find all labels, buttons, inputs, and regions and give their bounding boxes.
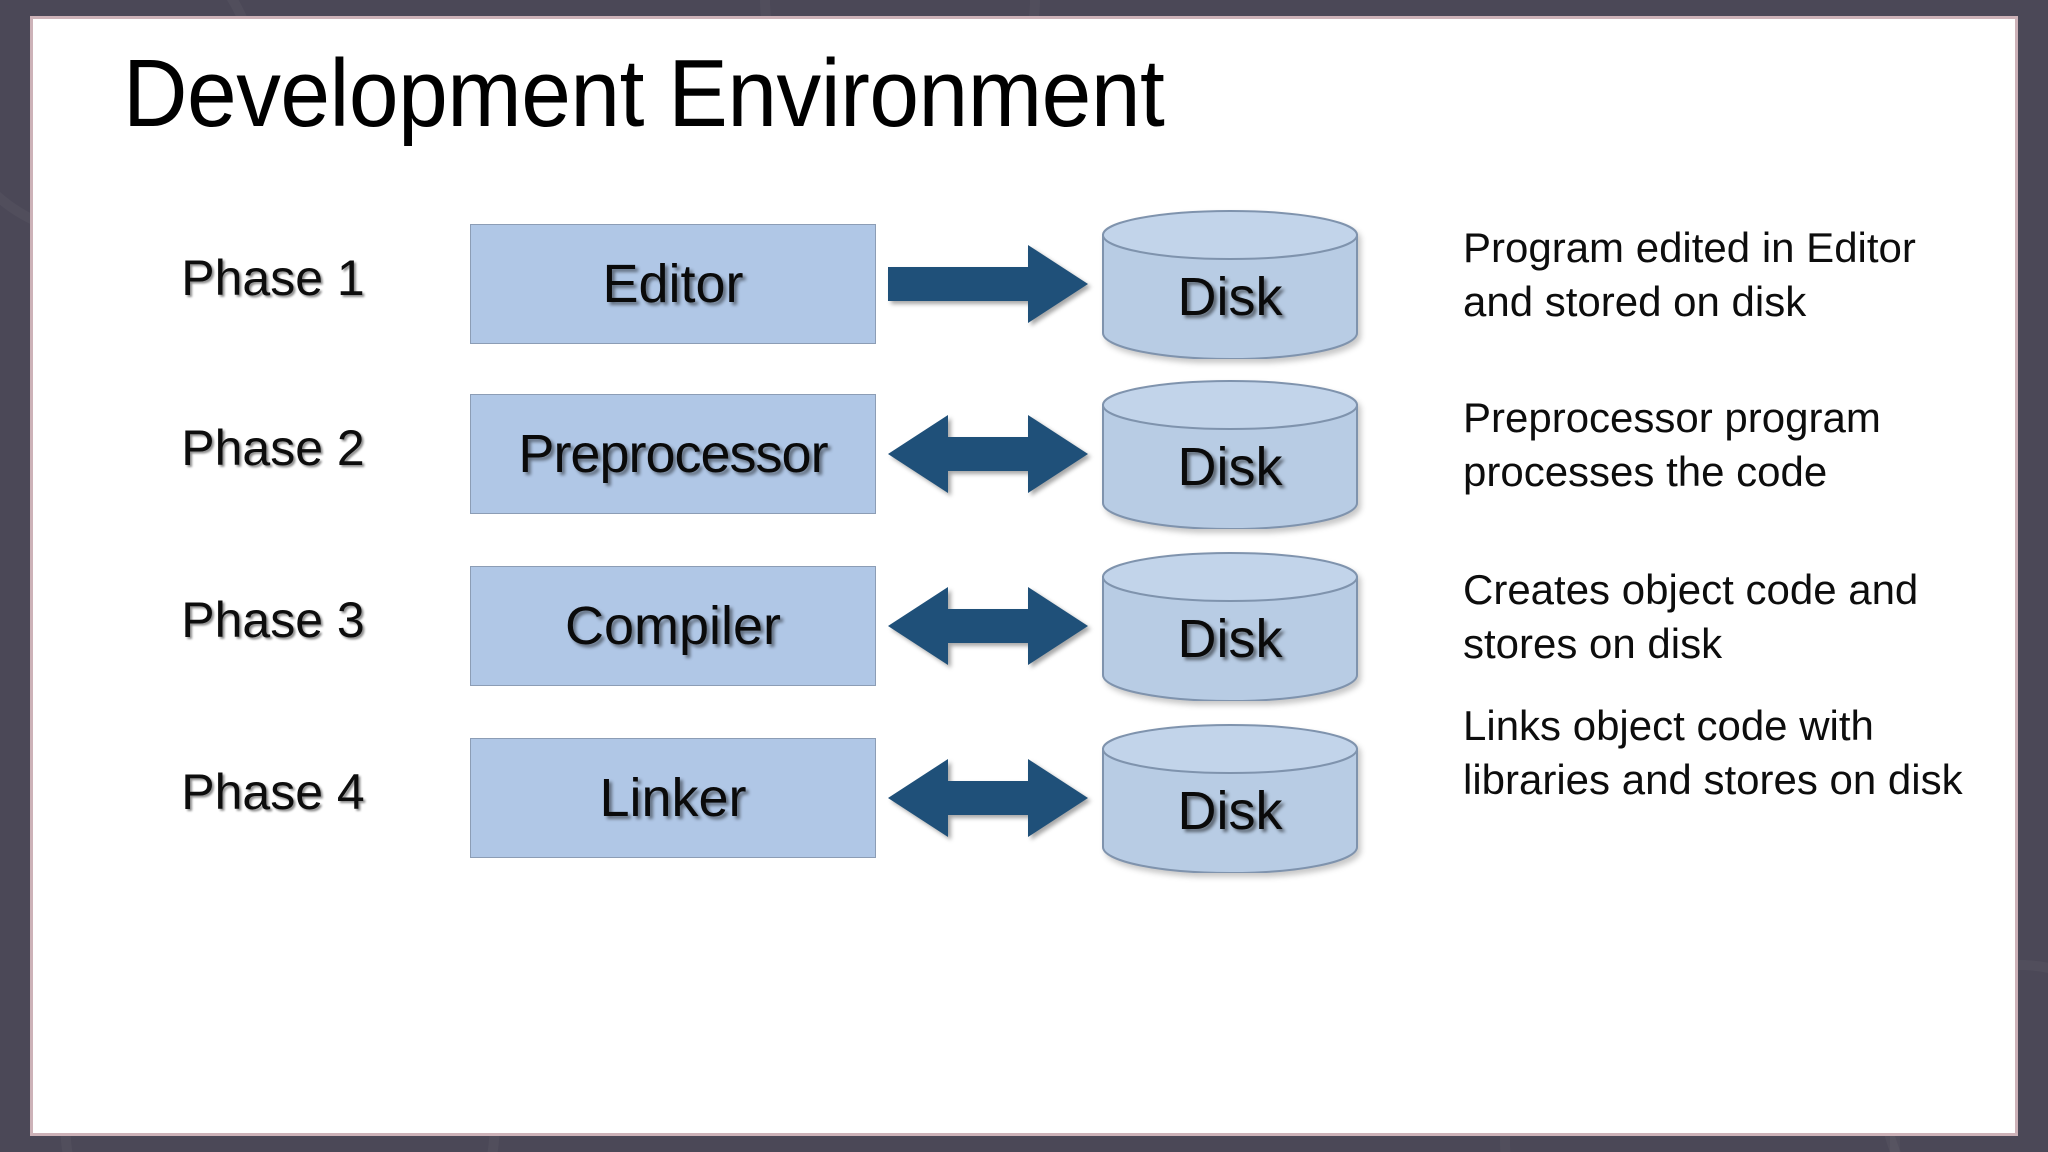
phase-description: Preprocessor program processes the code (1463, 394, 1881, 495)
phase-label: Phase 2 (181, 420, 365, 476)
tool-box-compiler[interactable]: Compiler (470, 566, 876, 686)
phase-description: Program edited in Editor and stored on d… (1463, 224, 1916, 325)
double-headed-arrow-icon (888, 581, 1088, 671)
disk-cylinder: Disk (1101, 209, 1359, 359)
tool-box-label: Preprocessor (518, 424, 828, 484)
tool-box-label: Editor (602, 254, 744, 314)
phase-row: Phase 4 Linker Disk Links objec (33, 702, 2015, 883)
double-headed-arrow-icon (888, 753, 1088, 843)
tool-box-label: Compiler (564, 596, 782, 656)
tool-box-linker[interactable]: Linker (470, 738, 876, 858)
single-right-arrow-icon (888, 239, 1088, 329)
tool-box-label: Linker (599, 768, 747, 828)
phase-description: Links object code with libraries and sto… (1463, 702, 1963, 803)
page-title: Development Environment (123, 40, 1165, 147)
tool-box-preprocessor[interactable]: Preprocessor (470, 394, 876, 514)
phase-row: Phase 3 Compiler Disk Creates o (33, 541, 2015, 711)
phase-row: Phase 2 Preprocessor Disk Prepr (33, 369, 2015, 539)
disk-cylinder: Disk (1101, 379, 1359, 529)
disk-cylinder: Disk (1101, 723, 1359, 873)
double-headed-arrow-icon (888, 409, 1088, 499)
disk-cylinder: Disk (1101, 551, 1359, 701)
phase-row: Phase 1 Editor Disk Program edi (33, 199, 2015, 369)
phase-label: Phase 3 (181, 592, 365, 648)
tool-box-editor[interactable]: Editor (470, 224, 876, 344)
slide-surface: Development Environment Phase 1 Editor (33, 19, 2015, 1133)
slide-inner-border: Development Environment Phase 1 Editor (30, 16, 2018, 1136)
phase-label: Phase 1 (181, 250, 365, 306)
phase-label: Phase 4 (181, 764, 365, 820)
phase-description: Creates object code and stores on disk (1463, 566, 1919, 667)
